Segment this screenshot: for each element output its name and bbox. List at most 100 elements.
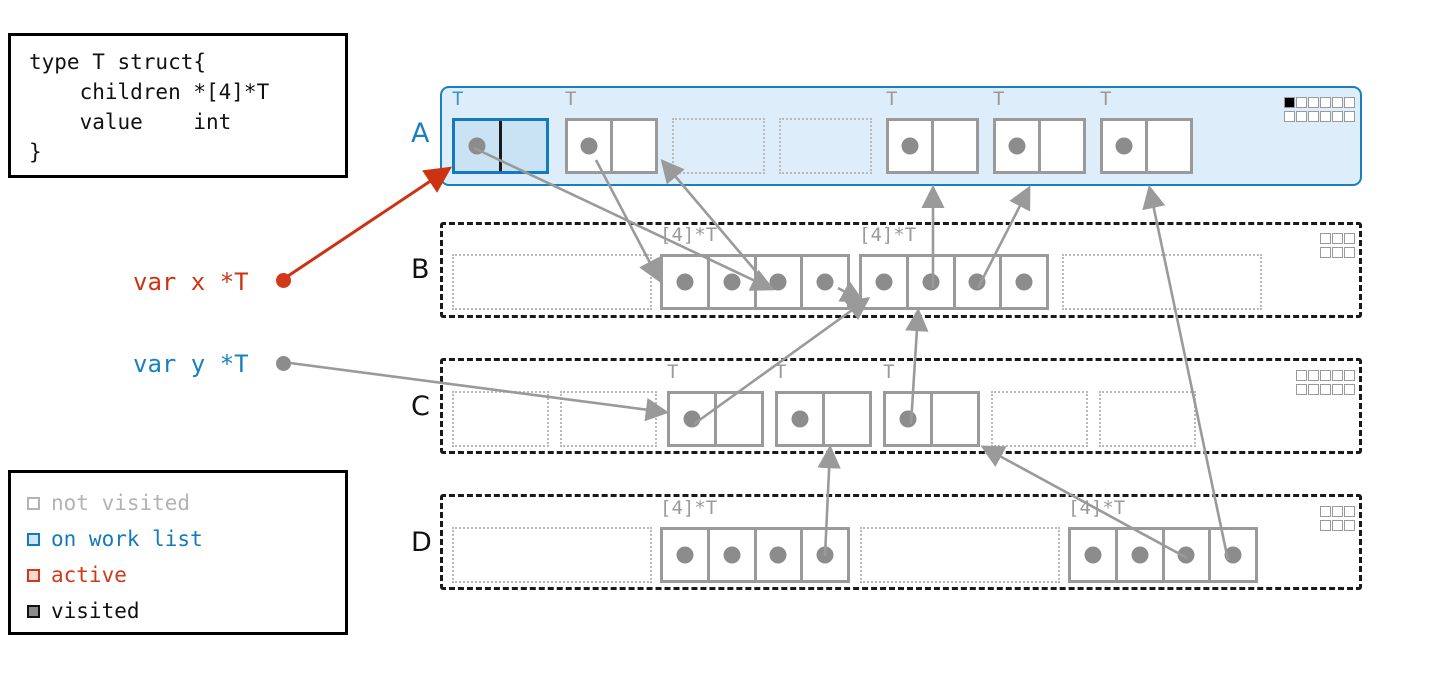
page-indicator-cell <box>1296 97 1307 108</box>
object-cell[interactable] <box>663 530 707 580</box>
object-cell[interactable] <box>952 257 1000 307</box>
object-cell[interactable] <box>781 120 870 172</box>
object-c-3[interactable] <box>775 391 872 447</box>
object-cell[interactable] <box>706 530 754 580</box>
object-cell[interactable] <box>778 394 822 444</box>
object-cell[interactable] <box>1103 121 1145 171</box>
object-c-5[interactable] <box>991 391 1088 447</box>
object-cell[interactable] <box>753 257 801 307</box>
object-c-6[interactable] <box>1099 391 1196 447</box>
object-a-5[interactable] <box>993 118 1086 174</box>
object-cell[interactable] <box>1038 121 1083 171</box>
page-indicator-cell <box>1344 384 1355 395</box>
legend-label-not-visited: not visited <box>51 491 191 515</box>
type-caption-a-0: T <box>452 88 464 110</box>
legend-label-on-work-list: on work list <box>51 527 203 551</box>
object-cell[interactable] <box>931 121 976 171</box>
object-cell[interactable] <box>670 394 714 444</box>
object-cell[interactable] <box>706 257 754 307</box>
page-indicator-cell <box>1284 111 1295 122</box>
object-d-3[interactable] <box>1068 527 1258 583</box>
object-cell[interactable] <box>800 530 847 580</box>
pointer-dot <box>968 273 986 291</box>
object-cell[interactable] <box>454 256 650 308</box>
page-indicator-cell <box>1344 370 1355 381</box>
object-d-1[interactable] <box>660 527 850 583</box>
object-d-0[interactable] <box>452 527 652 583</box>
pointer-dot <box>816 546 834 564</box>
object-cell[interactable] <box>1161 530 1209 580</box>
object-cell[interactable] <box>753 530 801 580</box>
row-label-c: C <box>411 391 430 422</box>
object-cell[interactable] <box>993 393 1086 445</box>
object-b-1[interactable] <box>660 254 850 310</box>
object-cell[interactable] <box>886 394 930 444</box>
object-a-6[interactable] <box>1100 118 1193 174</box>
object-cell[interactable] <box>999 257 1046 307</box>
object-b-3[interactable] <box>1062 254 1262 310</box>
page-indicator-row <box>1284 111 1356 122</box>
object-cell[interactable] <box>568 121 610 171</box>
object-cell[interactable] <box>996 121 1038 171</box>
legend-swatch-on-work-list <box>27 532 40 546</box>
row-label-d: D <box>411 527 432 558</box>
object-cell[interactable] <box>930 394 977 444</box>
legend-item-on-work-list: on work list <box>27 521 345 557</box>
object-cell[interactable] <box>889 121 931 171</box>
object-cell[interactable] <box>1071 530 1115 580</box>
row-label-a: A <box>411 118 430 149</box>
object-cell[interactable] <box>1145 121 1190 171</box>
object-c-4[interactable] <box>883 391 980 447</box>
object-cell[interactable] <box>1114 530 1162 580</box>
object-cell[interactable] <box>454 393 547 445</box>
type-caption-b-1: [4]*T <box>660 224 718 246</box>
object-cell[interactable] <box>455 121 499 171</box>
object-a-2[interactable] <box>672 118 765 174</box>
object-cell[interactable] <box>562 393 655 445</box>
pointer-dot <box>723 546 741 564</box>
type-caption-c-2: T <box>667 361 679 383</box>
type-caption-c-4: T <box>883 361 895 383</box>
page-indicator-row <box>1296 370 1356 381</box>
object-cell[interactable] <box>663 257 707 307</box>
object-cell[interactable] <box>800 257 847 307</box>
pointer-dot <box>676 273 694 291</box>
pointer-dot <box>769 546 787 564</box>
object-b-0[interactable] <box>452 254 652 310</box>
pointer-dot <box>791 410 809 428</box>
object-cell[interactable] <box>1101 393 1194 445</box>
object-cell[interactable] <box>905 257 953 307</box>
page-indicator-cell <box>1332 111 1343 122</box>
object-cell[interactable] <box>674 120 763 172</box>
object-b-2[interactable] <box>859 254 1049 310</box>
pointer-dot <box>580 137 598 155</box>
object-a-1[interactable] <box>565 118 658 174</box>
object-cell[interactable] <box>454 529 650 581</box>
page-indicator-cell <box>1320 384 1331 395</box>
object-c-1[interactable] <box>560 391 657 447</box>
object-cell[interactable] <box>1064 256 1260 308</box>
object-cell[interactable] <box>714 394 761 444</box>
object-d-2[interactable] <box>860 527 1060 583</box>
page-indicator-row <box>1320 506 1356 517</box>
page-indicator-cell <box>1320 520 1331 531</box>
object-cell[interactable] <box>499 121 546 171</box>
page-indicator-cell <box>1344 506 1355 517</box>
type-caption-a-4: T <box>886 88 898 110</box>
legend-label-active: active <box>51 563 127 587</box>
object-a-3[interactable] <box>779 118 872 174</box>
object-cell[interactable] <box>862 529 1058 581</box>
page-indicator-cell <box>1344 233 1355 244</box>
legend-swatch-active <box>27 568 40 582</box>
object-c-2[interactable] <box>667 391 764 447</box>
object-cell[interactable] <box>822 394 869 444</box>
page-indicator-cell <box>1284 97 1295 108</box>
object-c-0[interactable] <box>452 391 549 447</box>
object-cell[interactable] <box>862 257 906 307</box>
type-caption-b-2: [4]*T <box>859 224 917 246</box>
object-a-4[interactable] <box>886 118 979 174</box>
page-indicator-cell <box>1320 97 1331 108</box>
object-cell[interactable] <box>610 121 655 171</box>
object-a-0[interactable] <box>452 118 549 174</box>
object-cell[interactable] <box>1208 530 1255 580</box>
